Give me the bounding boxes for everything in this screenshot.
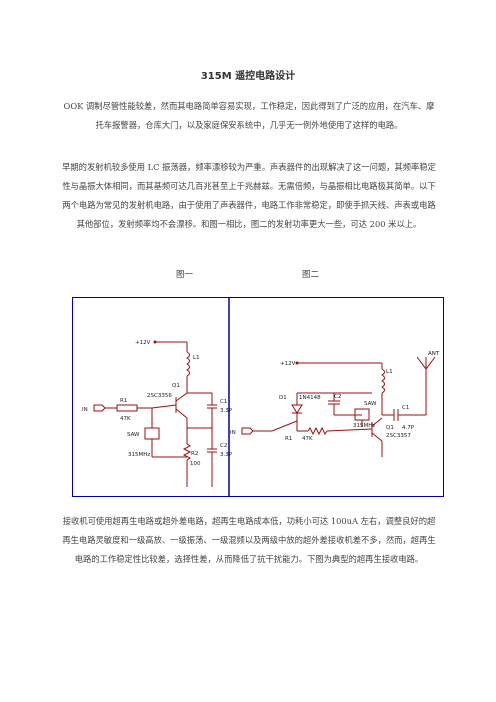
paragraph-ook: OOK 调制尽管性能较差，然而其电路简单容易实现，工作稳定，因此得到了广泛的应用… [63,101,435,130]
c2-input-label: IN [230,430,236,436]
figure-1-label: 图一 [176,270,194,280]
c2-antenna-label: ANT [428,351,440,357]
c2-transistor-part: 2SC3357 [386,433,411,439]
c2-saw-name: SAW [364,401,377,407]
c2-diode-part: 1N4148 [299,395,321,401]
c2-diode-name: D1 [279,395,287,401]
c1-transistor-label: Q1 [172,383,180,389]
c1-saw-freq: 315MHz [128,452,150,458]
c1-c1-value: 3.3P [220,408,233,414]
c1-c2-value: 3.3P [220,452,233,458]
c2-inductor-label: L1 [386,369,393,375]
c2-supply-label: +12V [280,361,296,367]
c1-saw-name: SAW [127,432,140,438]
c1-r2-name: R2 [191,451,198,457]
c2-transistor-label: Q1 [386,425,394,431]
c1-r1-value: 47K [120,416,131,422]
c1-r2-value: 100 [190,461,201,467]
paragraph-receiver: 接收机可使用超再生电路或超外差电路，超再生电路成本低，功耗小可达 100uA 左… [62,516,436,564]
paragraph-transmitter: 早期的发射机较多使用 LC 振荡器，频率漂移较为严重。声表器件的出现解决了这一问… [62,162,436,229]
page-title: 315M 遥控电路设计 [200,71,296,82]
c2-c1-name: C1 [402,405,409,411]
c1-c2-name: C2 [220,443,227,449]
c2-r1-value: 47K [302,436,313,442]
c1-inductor-label: L1 [193,355,200,361]
circuit-diagram: +12V L1 Q1 2SC3356 IN R1 47K SAW 315MHz … [72,297,444,497]
c2-c2-name: C2 [334,394,341,400]
c1-c1-name: C1 [220,399,227,405]
c2-c1-value: 4.7P [402,425,415,431]
c2-saw-freq: 315MHz [353,423,375,429]
c1-input-label: IN [82,407,88,413]
c1-transistor-part: 2SC3356 [147,393,172,399]
c2-r1-name: R1 [285,436,292,442]
c1-r1-name: R1 [120,398,127,404]
figure-2-label: 图二 [302,270,320,280]
c1-supply-label: +12V [135,340,151,346]
